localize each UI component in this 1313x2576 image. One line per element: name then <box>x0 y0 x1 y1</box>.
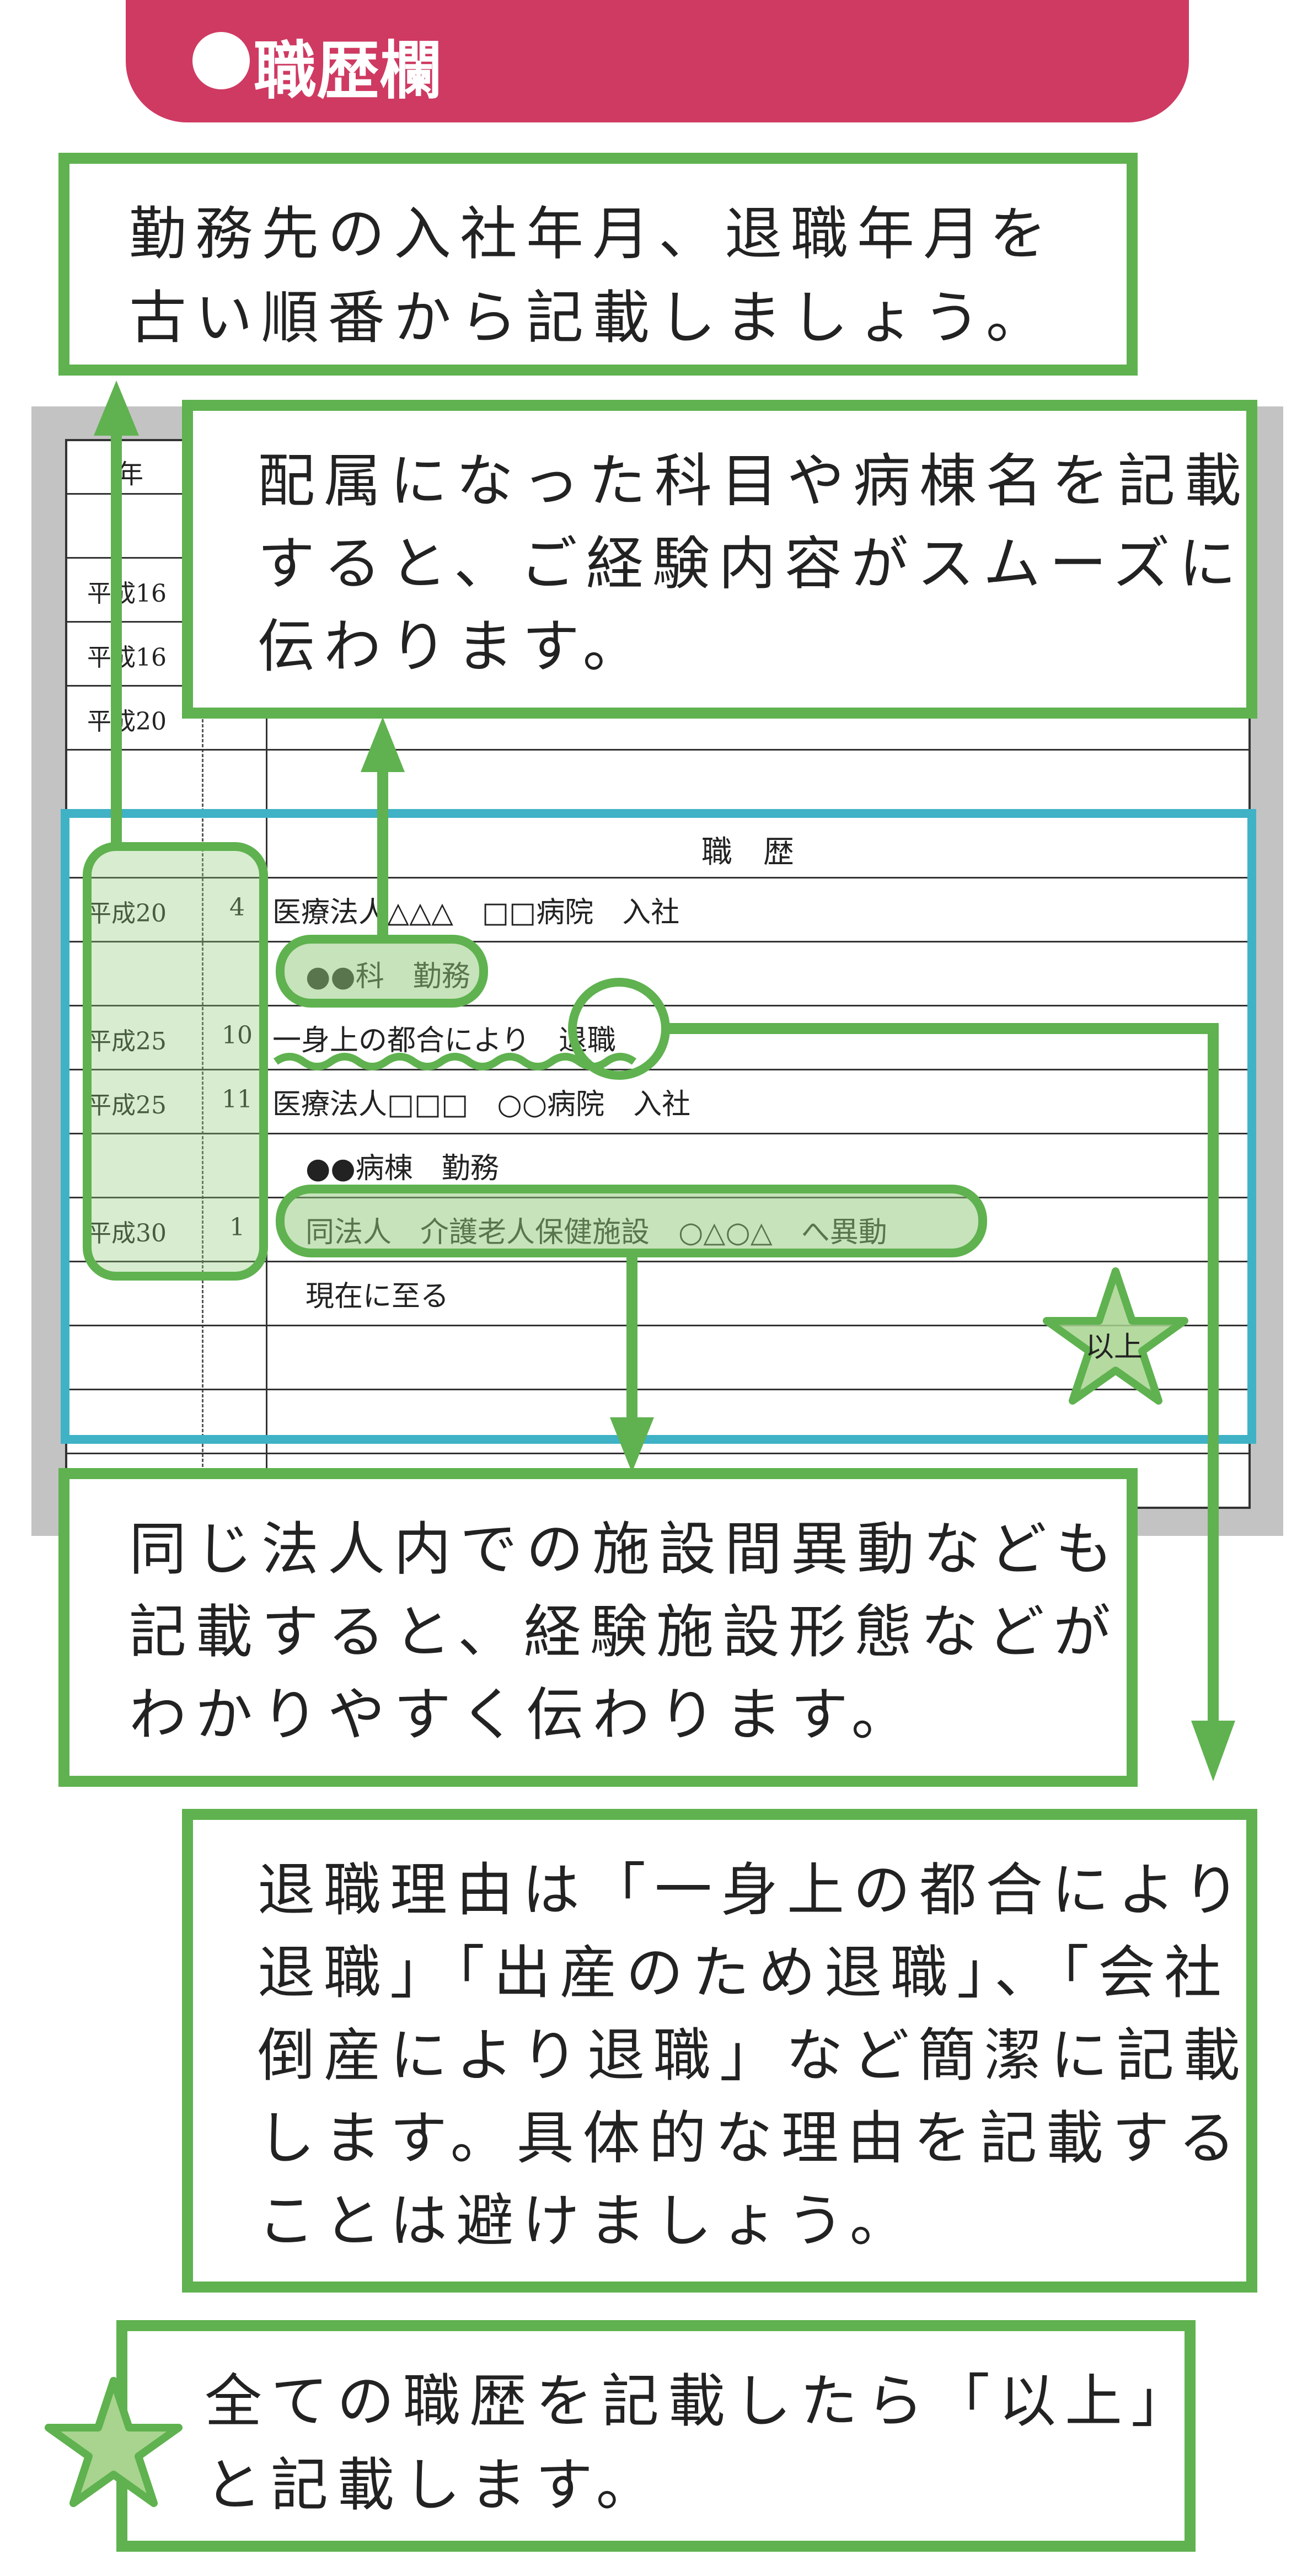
note-line: 古い順番から記載しましょう。 <box>129 284 1052 351</box>
note-chronological: 勤務先の入社年月、退職年月を 古い順番から記載しましょう。 <box>58 153 1138 376</box>
section-title: 職歴欄 <box>254 34 443 108</box>
month-cell: 10 <box>222 1021 253 1049</box>
wavy-underline <box>273 1053 637 1070</box>
month-cell: 1 <box>229 1213 245 1241</box>
era-cell: 平成30 <box>87 1219 167 1247</box>
note-line: します。具体的な理由を記載する <box>258 2104 1245 2172</box>
note-line: 退職理由は「一身上の都合により <box>258 1856 1249 1924</box>
career-entry: ●●病棟 勤務 <box>306 1152 499 1185</box>
dates-highlight <box>83 842 268 1281</box>
arrow-down-icon <box>1191 1721 1235 1781</box>
arrow-down-icon <box>610 1417 654 1472</box>
ijo-label: 以上 <box>1085 1331 1143 1364</box>
note-resignation-reason: 退職理由は「一身上の都合により 退職」「出産のため退職」、「会社 倒産により退職… <box>182 1809 1257 2293</box>
note-line: 記載すると、経験施設形態などが <box>129 1598 1119 1665</box>
note-line: わかりやすく伝わります。 <box>129 1681 918 1748</box>
note-line: 勤務先の入社年月、退職年月を <box>129 200 1056 267</box>
era-cell: 平成16 <box>87 644 167 672</box>
career-entry: 医療法人□□□ ○○病院 入社 <box>272 1088 691 1121</box>
section-header: 職歴欄 <box>126 0 1189 122</box>
month-cell: 11 <box>222 1085 253 1113</box>
note-line: 伝わります。 <box>258 613 649 680</box>
transfer-highlight <box>276 1185 987 1257</box>
note-line: ことは避けましょう。 <box>258 2187 916 2254</box>
star-icon <box>1043 1267 1188 1405</box>
note-line: 配属になった科目や病棟名を記載 <box>258 447 1251 515</box>
column-divider <box>202 441 203 1507</box>
career-entry: 現在に至る <box>306 1280 449 1313</box>
note-line: と記載します。 <box>205 2451 662 2519</box>
note-line: すると、ご経験内容がスムーズに <box>258 530 1245 597</box>
month-cell: 4 <box>229 893 245 922</box>
career-section-frame <box>61 809 1256 1444</box>
note-ijo: 全ての職歴を記載したら「以上」 と記載します。 <box>116 2320 1196 2552</box>
era-cell: 平成25 <box>87 1091 167 1120</box>
era-cell: 平成25 <box>87 1027 167 1056</box>
note-line: 退職」「出産のため退職」、「会社 <box>258 1939 1231 2006</box>
note-department: 配属になった科目や病棟名を記載 すると、ご経験内容がスムーズに 伝わります。 <box>182 400 1257 719</box>
note-transfer: 同じ法人内での施設間異動なども 記載すると、経験施設形態などが わかりやすく伝わ… <box>58 1468 1138 1787</box>
career-title: 職 歴 <box>701 834 794 870</box>
note-line: 倒産により退職」など簡潔に記載 <box>258 2022 1249 2089</box>
era-cell: 平成16 <box>87 580 167 608</box>
note-line: 全ての職歴を記載したら「以上」 <box>205 2368 1198 2435</box>
arrow-up-icon <box>94 381 139 436</box>
era-cell: 平成20 <box>87 708 167 736</box>
career-entry: 一身上の都合により 退職 <box>272 1024 616 1057</box>
bullet-dot-icon <box>192 32 250 89</box>
arrow-up-icon <box>361 717 405 772</box>
note-line: 同じ法人内での施設間異動なども <box>129 1515 1122 1583</box>
era-cell: 平成20 <box>87 899 167 928</box>
career-entry: 医療法人△△△ □□病院 入社 <box>272 896 680 929</box>
